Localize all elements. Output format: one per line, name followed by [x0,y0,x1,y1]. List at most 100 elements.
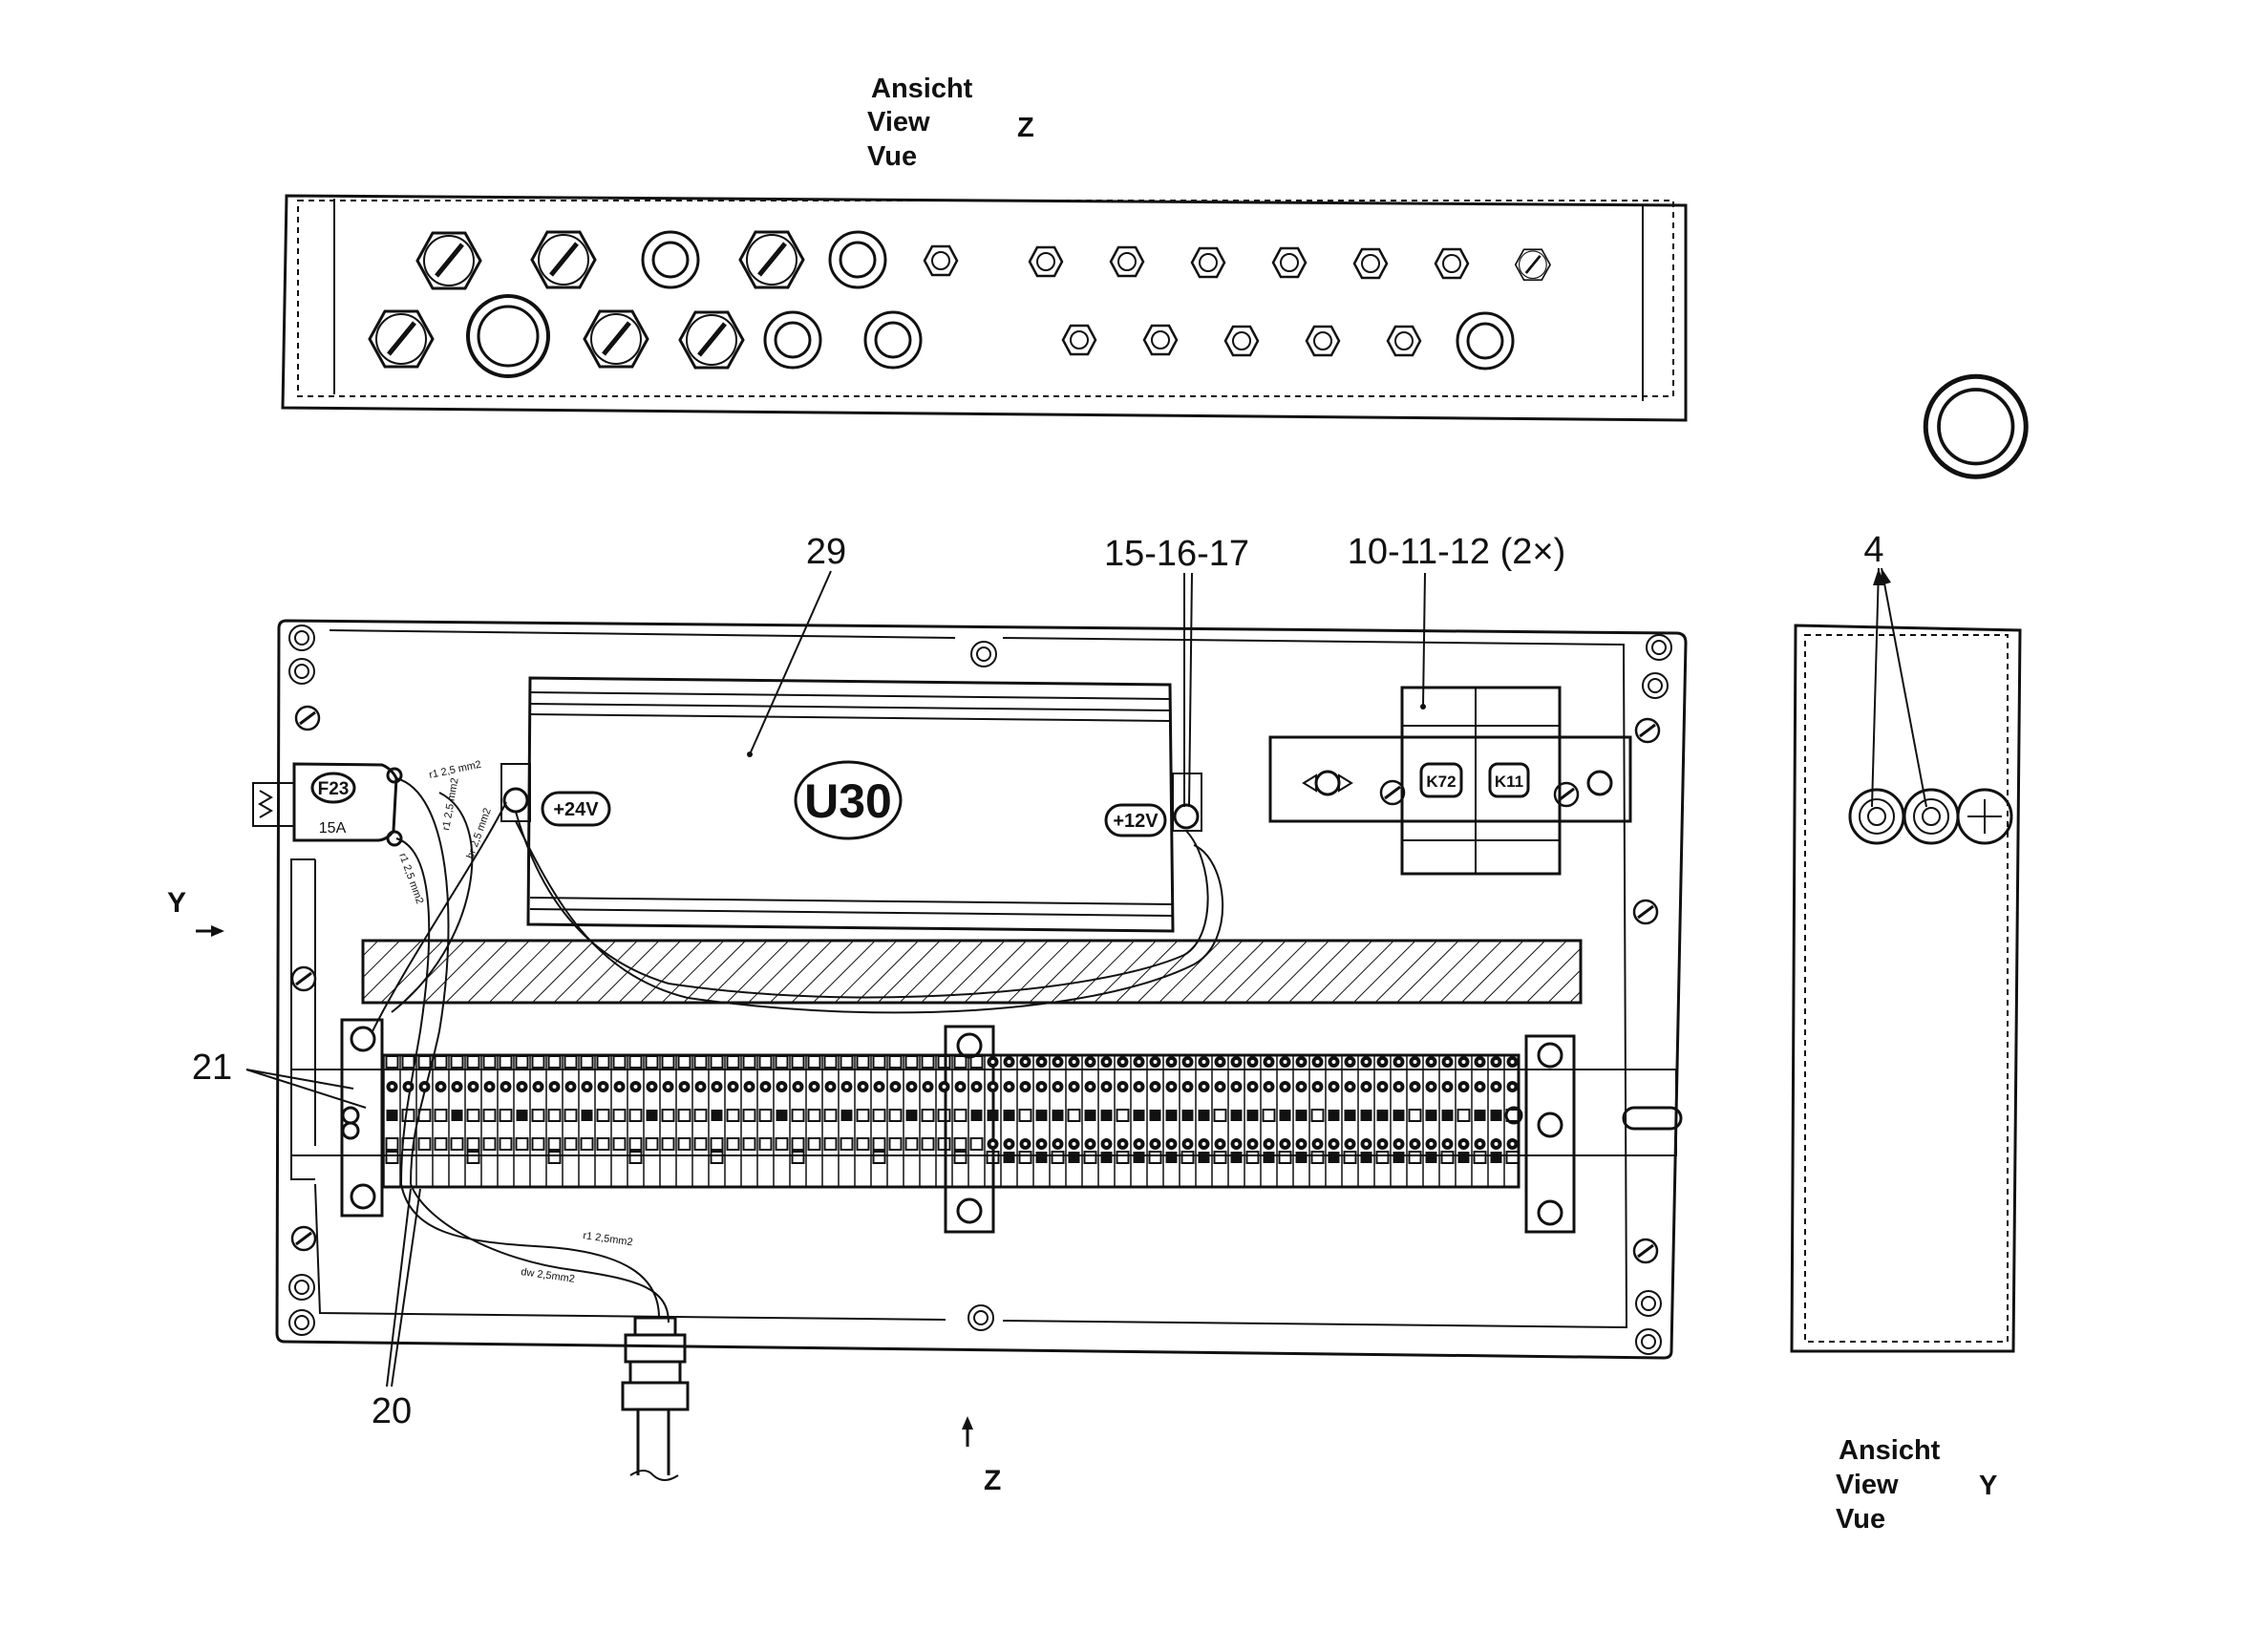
terminal-point [1506,1081,1519,1092]
terminal-point [792,1081,804,1092]
terminal-point [823,1137,838,1151]
terminal-point [1230,1081,1243,1092]
terminal-point [1213,1151,1227,1164]
terminal-point [1213,1109,1227,1122]
terminal-point [385,1137,399,1151]
terminal-point [791,1055,805,1069]
terminal-point [467,1081,479,1092]
terminal-point [1035,1056,1048,1068]
terminal-point [921,1055,935,1069]
bottom-cable-gland [621,1316,690,1481]
view-y-ansicht: Ansicht [1839,1435,1941,1466]
terminal-point [710,1137,724,1151]
terminal-point [1295,1138,1308,1150]
terminal-point [953,1151,968,1164]
terminal-point [726,1109,740,1122]
terminal-point [711,1081,723,1092]
terminal-point [1230,1110,1243,1121]
terminal-point [888,1109,903,1122]
terminal-point [612,1137,627,1151]
terminal-point [693,1055,708,1069]
terminal-point [953,1055,968,1069]
terminal-point [1003,1110,1015,1121]
terminal-point [727,1081,739,1092]
terminal-point [791,1109,805,1122]
terminal-point [987,1110,999,1121]
terminal-point [840,1110,853,1121]
terminal-point [1425,1110,1437,1121]
terminal-point [1052,1081,1064,1092]
terminal-point [1084,1138,1096,1150]
terminal-point [1376,1110,1389,1121]
wire-label-1: r1 2,5 mm2 [428,759,482,781]
side-view [1790,624,2022,1353]
terminal-point [613,1081,626,1092]
terminal-point [1052,1110,1064,1121]
terminal-point [516,1081,528,1092]
terminal-point [547,1109,562,1122]
terminal-point [904,1137,919,1151]
terminal-point [1116,1138,1129,1150]
terminal-point [1474,1081,1486,1092]
terminal-point [596,1055,610,1069]
terminal-point [1360,1081,1372,1092]
terminal-point [1279,1138,1291,1150]
terminal-point [646,1110,658,1121]
terminal-point [954,1081,967,1092]
terminal-point [1214,1056,1226,1068]
terminal-point [547,1151,562,1164]
wire-label-3: r1 2,5 mm2 [440,777,460,832]
terminal-point [775,1055,789,1069]
terminal-point [1328,1056,1340,1068]
terminal-point [1490,1110,1502,1121]
terminal-point [547,1137,562,1151]
terminal-point [401,1055,415,1069]
terminal-point [1084,1110,1096,1121]
wires [372,777,1223,1324]
terminal-point [888,1137,903,1151]
terminal-point [1068,1152,1080,1163]
terminal-point [758,1137,773,1151]
top-view-plate [281,194,1688,422]
terminal-point [531,1137,545,1151]
terminal-point [1425,1138,1437,1150]
terminal-point [694,1081,707,1092]
terminal-point [1003,1152,1015,1163]
terminal-point [1279,1110,1291,1121]
terminal-point [564,1109,578,1122]
terminal-point [1003,1138,1015,1150]
terminal-point [1457,1152,1470,1163]
terminal-point [628,1109,643,1122]
terminal-point [596,1109,610,1122]
terminal-point [953,1109,968,1122]
terminal-point [742,1109,756,1122]
terminal-point [922,1081,934,1092]
terminal-point [1506,1056,1519,1068]
terminal-point [499,1055,513,1069]
terminal-point [1311,1138,1324,1150]
terminal-point [628,1151,643,1164]
terminal-point [726,1137,740,1151]
terminal-point [1360,1138,1372,1150]
terminal-point [791,1151,805,1164]
terminal-point [1343,1151,1357,1164]
terminal-point [1457,1056,1470,1068]
terminal-point [466,1151,480,1164]
terminal-point [743,1081,755,1092]
terminal-point [1133,1081,1145,1092]
terminal-point [1149,1081,1161,1092]
terminal-point [1165,1110,1178,1121]
terminal-point [580,1137,594,1151]
view-y-view: View [1836,1470,1899,1500]
terminal-point [1393,1138,1405,1150]
terminal-point [1344,1110,1356,1121]
terminal-point [1019,1081,1031,1092]
terminal-point [1019,1056,1031,1068]
terminal-point [1180,1151,1195,1164]
terminal-point [921,1109,935,1122]
terminal-point [857,1081,869,1092]
terminal-point [1279,1081,1291,1092]
terminal-point [580,1055,594,1069]
terminal-point [1328,1138,1340,1150]
terminal-point [904,1055,919,1069]
